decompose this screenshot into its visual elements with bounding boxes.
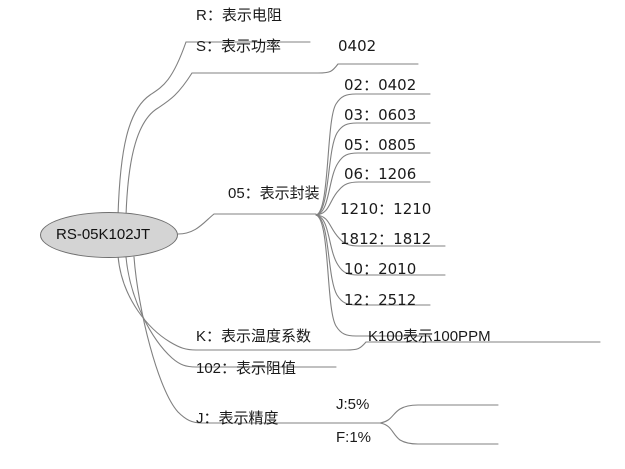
child-label-j-1[interactable]: F:1% bbox=[336, 429, 372, 446]
root-node[interactable] bbox=[40, 212, 178, 258]
edge-pkg-12 bbox=[315, 214, 431, 337]
branch-label-pkg[interactable]: 05：表示封装 bbox=[228, 185, 320, 202]
branch-label-r[interactable]: R：表示电阻 bbox=[196, 7, 282, 24]
child-label-pkg-1210[interactable]: 1210：1210 bbox=[340, 200, 432, 218]
edge-pkg-03 bbox=[315, 122, 431, 216]
edge-root-s bbox=[125, 72, 319, 217]
child-label-pkg-05[interactable]: 05：0805 bbox=[344, 136, 417, 154]
edge-k-100 bbox=[345, 341, 601, 351]
child-label-j-5[interactable]: J:5% bbox=[336, 396, 370, 413]
edge-s-0402 bbox=[317, 63, 419, 74]
child-label-pkg-12[interactable]: 12：2512 bbox=[344, 291, 417, 309]
child-label-pkg-06[interactable]: 06：1206 bbox=[344, 165, 417, 183]
edge-root-pkg bbox=[177, 213, 317, 235]
edge-root-j bbox=[133, 256, 381, 424]
edge-pkg-10 bbox=[315, 214, 431, 306]
child-label-pkg-02[interactable]: 02：0402 bbox=[344, 76, 417, 94]
child-label-k-100[interactable]: K100表示100PPM bbox=[368, 328, 491, 345]
root-node-label: RS-05K102JT bbox=[56, 226, 151, 243]
edge-root-res bbox=[125, 256, 337, 368]
child-label-pkg-1812[interactable]: 1812：1812 bbox=[340, 230, 432, 248]
edge-pkg-1812 bbox=[315, 214, 446, 276]
edge-root-r bbox=[117, 41, 311, 217]
child-label-pkg-10[interactable]: 10：2010 bbox=[344, 260, 417, 278]
edge-j-5 bbox=[379, 404, 499, 424]
edge-pkg-06 bbox=[315, 181, 431, 216]
child-label-s-0402[interactable]: 0402 bbox=[338, 37, 377, 55]
branch-label-s[interactable]: S：表示功率 bbox=[196, 38, 282, 55]
edge-pkg-02 bbox=[315, 93, 431, 216]
edge-j-1 bbox=[379, 422, 499, 445]
branch-label-k[interactable]: K：表示温度系数 bbox=[196, 328, 312, 345]
branch-label-res[interactable]: 102：表示阻值 bbox=[196, 360, 297, 377]
edge-root-k bbox=[117, 255, 347, 351]
child-label-pkg-03[interactable]: 03：0603 bbox=[344, 106, 417, 124]
branch-label-j[interactable]: J：表示精度 bbox=[196, 410, 279, 427]
edge-pkg-05 bbox=[315, 152, 431, 216]
edge-pkg-1210 bbox=[315, 214, 446, 247]
